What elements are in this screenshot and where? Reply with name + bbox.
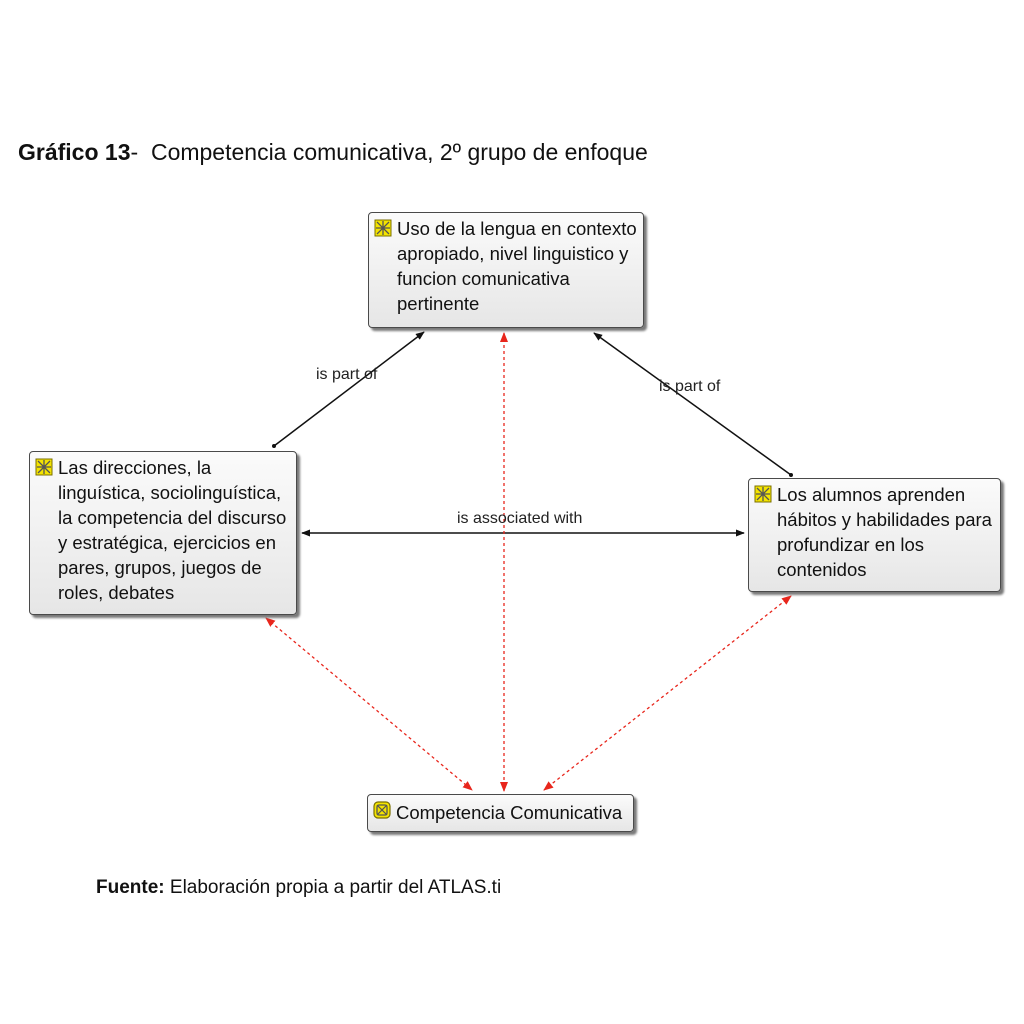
node-bottom[interactable]: Competencia Comunicativa: [367, 794, 634, 832]
node-top-text: Uso de la lengua en contexto apropiado, …: [397, 218, 637, 314]
dashed-link-left-bottom: [265, 617, 473, 791]
code-family-icon: [754, 485, 772, 503]
dashed-link-right-bottom: [543, 595, 792, 791]
figure-caption: Gráfico 13- Competencia comunicativa, 2º…: [18, 139, 648, 166]
node-right[interactable]: Los alumnos aprenden hábitos y habilidad…: [748, 478, 1001, 592]
link-left-top-start: [272, 444, 276, 448]
link-left-top: [273, 331, 425, 447]
source-text: Elaboración propia a partir del ATLAS.ti: [169, 877, 502, 898]
node-right-text: Los alumnos aprenden hábitos y habilidad…: [777, 484, 992, 580]
link-label-left-top: is part of: [316, 366, 378, 383]
link-label-right-top: is part of: [659, 378, 721, 395]
link-label-left-right: is associated with: [457, 510, 583, 527]
node-bottom-text: Competencia Comunicativa: [396, 802, 623, 823]
node-top[interactable]: Uso de la lengua en contexto apropiado, …: [368, 212, 644, 328]
source-note: Fuente: Elaboración propia a partir del …: [96, 877, 501, 899]
code-family-icon: [374, 219, 392, 237]
source-label: Fuente:: [96, 877, 165, 898]
caption-text: Competencia comunicativa, 2º grupo de en…: [150, 139, 648, 165]
caption-prefix: Gráfico 13: [18, 139, 131, 165]
link-right-top: [593, 332, 792, 476]
caption-separator: -: [130, 139, 139, 165]
link-right-top-start: [789, 473, 793, 477]
node-left[interactable]: Las direcciones, la linguística, socioli…: [29, 451, 297, 615]
network-icon: [373, 801, 391, 819]
code-family-icon: [35, 458, 53, 476]
node-left-text: Las direcciones, la linguística, socioli…: [58, 457, 287, 603]
